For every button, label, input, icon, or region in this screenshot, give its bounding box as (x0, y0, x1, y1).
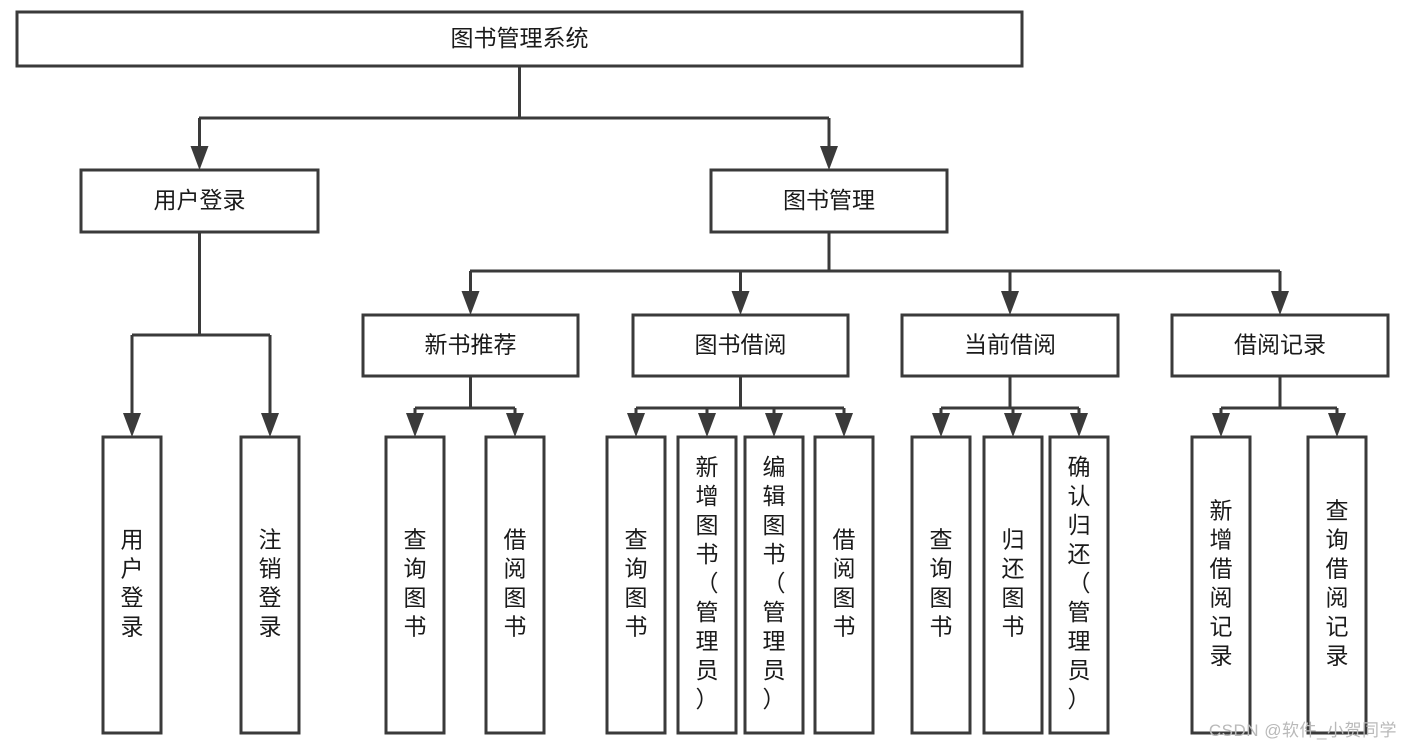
node-label: 归还图书 (1002, 527, 1025, 640)
node-编辑图书管理员[interactable]: 编辑图书（管理员） (743, 435, 805, 735)
arrow-head (261, 413, 279, 437)
arrow-head (765, 413, 783, 437)
node-图书借阅[interactable]: 图书借阅 (631, 313, 850, 378)
node-label: 查询借阅记录 (1326, 498, 1349, 669)
node-box[interactable] (743, 435, 805, 735)
node-layer: 图书管理系统用户登录图书管理新书推荐图书借阅当前借阅借阅记录用户登录注销登录查询… (15, 10, 1390, 735)
node-label: 注销登录 (259, 527, 282, 640)
arrow-head (1004, 413, 1022, 437)
node-新增借阅记录[interactable]: 新增借阅记录 (1190, 435, 1252, 735)
node-查询图书[interactable]: 查询图书 (384, 435, 446, 735)
arrow-head (820, 146, 838, 170)
node-当前借阅[interactable]: 当前借阅 (900, 313, 1120, 378)
arrow-head (506, 413, 524, 437)
node-label: 查询图书 (625, 527, 648, 640)
node-确认归还管理员[interactable]: 确认归还（管理员） (1048, 435, 1110, 735)
node-图书管理系统[interactable]: 图书管理系统 (15, 10, 1024, 68)
node-查询图书[interactable]: 查询图书 (605, 435, 667, 735)
node-借阅图书[interactable]: 借阅图书 (484, 435, 546, 735)
node-用户登录[interactable]: 用户登录 (79, 168, 320, 234)
arrow-head (1070, 413, 1088, 437)
arrow-head (123, 413, 141, 437)
node-box[interactable] (361, 313, 580, 378)
arrow-head (932, 413, 950, 437)
node-box[interactable] (239, 435, 301, 735)
node-box[interactable] (982, 435, 1044, 735)
node-label: 新书推荐 (425, 332, 517, 358)
node-box[interactable] (605, 435, 667, 735)
node-box[interactable] (709, 168, 949, 234)
node-注销登录[interactable]: 注销登录 (239, 435, 301, 735)
node-box[interactable] (1306, 435, 1368, 735)
node-label: 查询图书 (930, 527, 953, 640)
node-新增图书管理员[interactable]: 新增图书（管理员） (676, 435, 738, 735)
arrow-head (731, 291, 750, 315)
node-box[interactable] (79, 168, 320, 234)
node-label: 当前借阅 (964, 332, 1056, 358)
arrow-head (627, 413, 645, 437)
arrow-head (1212, 413, 1230, 437)
node-box[interactable] (910, 435, 972, 735)
node-label: 图书管理 (783, 187, 875, 213)
node-label: 借阅记录 (1234, 332, 1326, 358)
node-box[interactable] (813, 435, 875, 735)
node-label: 新增图书（管理员） (696, 454, 719, 712)
node-box[interactable] (484, 435, 546, 735)
node-新书推荐[interactable]: 新书推荐 (361, 313, 580, 378)
node-借阅图书[interactable]: 借阅图书 (813, 435, 875, 735)
connector-layer (123, 66, 1346, 437)
node-label: 借阅图书 (504, 527, 527, 640)
node-box[interactable] (1170, 313, 1390, 378)
arrow-head (698, 413, 716, 437)
node-box[interactable] (101, 435, 163, 735)
arrow-head (1328, 413, 1346, 437)
node-label: 借阅图书 (833, 527, 856, 640)
node-box[interactable] (900, 313, 1120, 378)
arrow-head (461, 291, 480, 315)
node-label: 用户登录 (154, 187, 246, 213)
node-box[interactable] (676, 435, 738, 735)
node-label: 编辑图书（管理员） (763, 454, 786, 712)
node-借阅记录[interactable]: 借阅记录 (1170, 313, 1390, 378)
node-查询借阅记录[interactable]: 查询借阅记录 (1306, 435, 1368, 735)
arrow-head (1271, 291, 1289, 315)
arrow-head (190, 146, 209, 170)
node-label: 图书借阅 (695, 332, 787, 358)
node-label: 图书管理系统 (451, 25, 589, 51)
arrow-head (406, 413, 424, 437)
node-label: 新增借阅记录 (1210, 498, 1233, 669)
arrow-head (835, 413, 853, 437)
node-用户登录[interactable]: 用户登录 (101, 435, 163, 735)
node-box[interactable] (1190, 435, 1252, 735)
node-box[interactable] (631, 313, 850, 378)
arrow-head (1001, 291, 1019, 315)
node-label: 查询图书 (404, 527, 427, 640)
node-label: 用户登录 (121, 527, 144, 640)
node-归还图书[interactable]: 归还图书 (982, 435, 1044, 735)
node-查询图书[interactable]: 查询图书 (910, 435, 972, 735)
node-box[interactable] (1048, 435, 1110, 735)
node-label: 确认归还（管理员） (1068, 454, 1091, 712)
node-图书管理[interactable]: 图书管理 (709, 168, 949, 234)
node-box[interactable] (384, 435, 446, 735)
node-box[interactable] (15, 10, 1024, 68)
